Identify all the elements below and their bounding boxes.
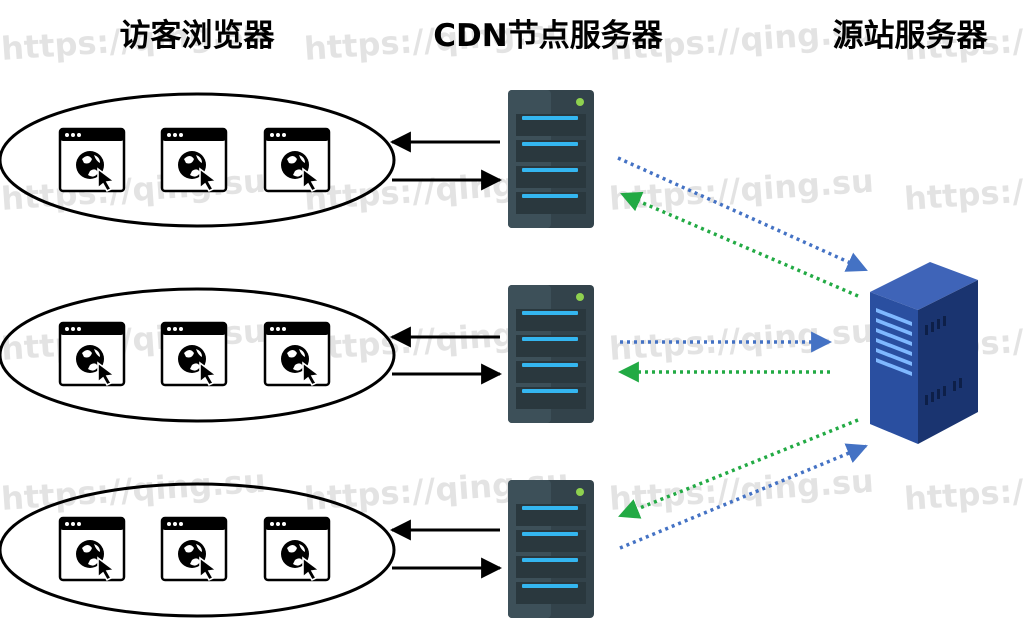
browser-icon [160, 127, 228, 193]
cdn-server-icon [508, 480, 594, 618]
origin-response-arrow [618, 418, 859, 519]
heading-origin-server: 源站服务器 [833, 18, 989, 54]
browser-icon [263, 321, 331, 387]
visitor-group-ellipse [0, 287, 396, 423]
watermark-text: https://qing.su [608, 312, 875, 368]
browser-icon [160, 321, 228, 387]
watermark-text: https://qing.su [903, 462, 1024, 518]
visitor-group-1 [0, 92, 396, 228]
heading-cdn-nodes: CDN节点服务器 [433, 18, 663, 54]
cdn-server-icon [508, 90, 594, 228]
visitor-group-ellipse [0, 92, 396, 228]
cdn-request-arrow [619, 443, 868, 550]
origin-response-arrow [620, 191, 859, 298]
watermark-text: https://qing.su [608, 462, 875, 518]
visitor-group-2 [0, 287, 396, 423]
visitor-group-ellipse [0, 482, 396, 618]
heading-visitor-browsers: 访客浏览器 [120, 18, 276, 54]
cdn-request-arrow [617, 156, 868, 272]
visitor-group-3 [0, 482, 396, 618]
origin-server-icon [870, 262, 978, 444]
browser-icon [58, 516, 126, 582]
browser-icon [58, 321, 126, 387]
watermark-text: https://qing.su [903, 162, 1024, 218]
watermark-layer: https://qing.su https://qing.su https://… [0, 12, 1024, 518]
browser-icon [58, 127, 126, 193]
watermark-text: https://qing.su [608, 162, 875, 218]
cdn-server-icon [508, 285, 594, 423]
browser-icon [160, 516, 228, 582]
browser-icon [263, 127, 331, 193]
browser-icon [263, 516, 331, 582]
